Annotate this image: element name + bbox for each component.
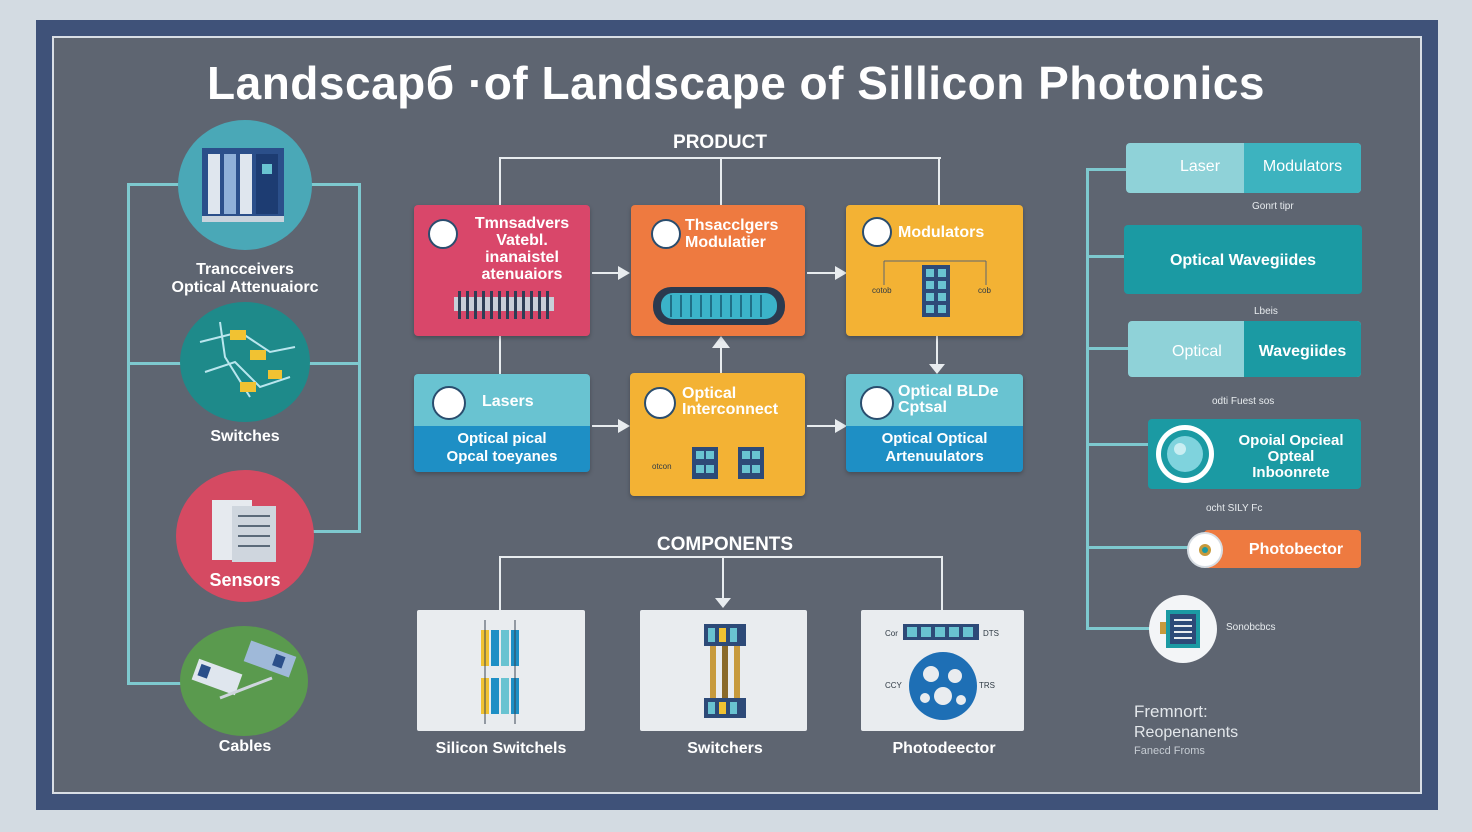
photodetector-annotation-br: TRS: [979, 681, 995, 690]
product-card-interconnect: Optical Interconnect otcon: [630, 373, 805, 496]
sensor-server-icon: [212, 500, 276, 562]
sensor-module-label: Sonobcbcs: [1226, 622, 1276, 633]
footer-line-3: Fanecd Froms: [1134, 745, 1205, 757]
card1-line-2: Vatebl.: [496, 232, 548, 249]
lens-icon: [1156, 425, 1214, 483]
product-section-title: PRODUCT: [673, 132, 767, 153]
modulators-label: Modulators: [1262, 158, 1343, 175]
gear-icon: [860, 386, 894, 420]
card1-line-3: inanaistel: [485, 249, 559, 266]
switches-circle: [180, 302, 310, 422]
photodetector-chip-icon: [903, 624, 979, 720]
right-box-laser-modulators: Laser Modulators: [1126, 143, 1361, 193]
laser-label: Laser: [1180, 158, 1221, 175]
photodetector-annotation-tl: Cor: [885, 629, 898, 638]
right-box-optical-interconnect: Opoial Opcieal Opteal Inboonrete: [1148, 419, 1361, 489]
globe-icon: [651, 219, 681, 249]
photodetector-annotation-tr: DTS: [983, 629, 999, 638]
photodetector-label: Photodeector: [892, 740, 996, 757]
components-section-title: COMPONENTS: [656, 534, 794, 555]
card1-line-4: atenuaiors: [481, 266, 563, 283]
transceiver-chip-icon: [202, 148, 284, 222]
card5-line-1: Optical: [682, 385, 737, 402]
right-note-2: Lbeis: [1254, 306, 1278, 317]
card3-annotation-left: cotob: [872, 286, 892, 295]
interconnect-line-1: Opoial Opcieal: [1238, 432, 1344, 449]
card1-line-1: Tmnsadvers: [474, 215, 570, 232]
card3-title: Modulators: [898, 224, 985, 241]
component-card-silicon-switches: [417, 610, 585, 731]
switch-board-icon: [199, 321, 296, 398]
page-title: Landscapб ·of Landscape of Sillicon Phot…: [207, 57, 1265, 109]
card4-bottom-1: Optical pical: [457, 430, 547, 447]
gear-icon: [432, 386, 466, 420]
right-box-optical-waveguides-2: Optical Wavegiides: [1128, 321, 1361, 377]
switches-label: Switches: [210, 428, 280, 445]
waveguides-label: Wavegiides: [1258, 343, 1347, 360]
silicon-switches-label: Silicon Switchels: [435, 740, 567, 757]
interconnect-line-2: Opteal: [1267, 448, 1315, 465]
card6-bottom-2: Artenuulators: [885, 448, 984, 465]
card2-line-1: Thsacclgers: [685, 217, 779, 234]
transceiver-label-1: Trancceivers: [196, 261, 294, 278]
footer-line-1: Fremnort:: [1134, 702, 1208, 721]
optical-waveguides-label: Optical Wavegiides: [1169, 252, 1317, 269]
cables-label: Cables: [218, 738, 272, 755]
waveguide-chip-icon: [653, 287, 785, 325]
sensor-module-icon: [1149, 595, 1217, 663]
photodetector-annotation-bl: CCY: [885, 681, 902, 690]
right-box-optical-waveguides: Optical Wavegiides: [1124, 225, 1362, 294]
product-card-attenuators: Optical BLDe Cptsal Optical Optical Arte…: [846, 374, 1023, 472]
transceiver-circle: [178, 120, 312, 250]
cable-connector-icon: [191, 640, 297, 700]
product-card-modulator: Thsacclgers Modulatier: [631, 205, 805, 336]
right-note-3: odti Fuest sos: [1212, 396, 1275, 407]
card6-line-1: Optical BLDe: [898, 383, 999, 400]
component-card-switchers: [640, 610, 807, 731]
card4-bottom-2: Opcal toeyanes: [446, 448, 558, 465]
footer-line-2: Reopenanents: [1134, 724, 1239, 741]
globe-icon: [862, 217, 892, 247]
switchers-label: Switchers: [687, 740, 763, 757]
switcher-module-icon: [704, 624, 746, 718]
product-card-modulators: Modulators cotob cob: [846, 205, 1023, 336]
modulator-chip-icon: [883, 260, 987, 317]
globe-icon: [428, 219, 458, 249]
transceiver-label-2: Optical Attenuaiorc: [171, 279, 319, 296]
card2-line-2: Modulatier: [685, 234, 766, 251]
right-box-photodetector: Photobector: [1204, 530, 1361, 568]
right-note-4: ocht SILY Fc: [1206, 503, 1263, 514]
footer-text: Fremnort: Reopenanents Fanecd Froms: [1134, 702, 1238, 757]
sensors-label: Sensors: [209, 570, 281, 590]
optical-label: Optical: [1172, 343, 1222, 360]
component-card-photodetector: Cor DTS CCY TRS: [861, 610, 1024, 731]
photodetector-right-label: Photobector: [1248, 541, 1344, 558]
switch-module-icon: [481, 620, 519, 724]
card5-line-2: Interconnect: [682, 401, 779, 418]
product-card-transceivers: Tmnsadvers Vatebl. inanaistel atenuaiors: [414, 205, 590, 336]
grating-icon: [454, 291, 554, 319]
photodetector-badge-icon: [1187, 532, 1223, 568]
sensors-circle: [176, 470, 314, 602]
card5-annotation: otcon: [652, 462, 672, 471]
right-note-1: Gonrt tipr: [1252, 201, 1294, 212]
product-card-lasers: Lasers Optical pical Opcal toeyanes: [414, 374, 590, 472]
gear-icon: [644, 387, 676, 419]
interconnect-chip-icon: [692, 447, 764, 479]
interconnect-line-3: Inboonrete: [1252, 464, 1330, 481]
card4-title: Lasers: [482, 393, 534, 410]
card3-annotation-right: cob: [978, 286, 991, 295]
cables-circle: [180, 626, 308, 736]
card6-line-2: Cptsal: [898, 399, 947, 416]
card6-bottom-1: Optical Optical: [881, 430, 988, 447]
